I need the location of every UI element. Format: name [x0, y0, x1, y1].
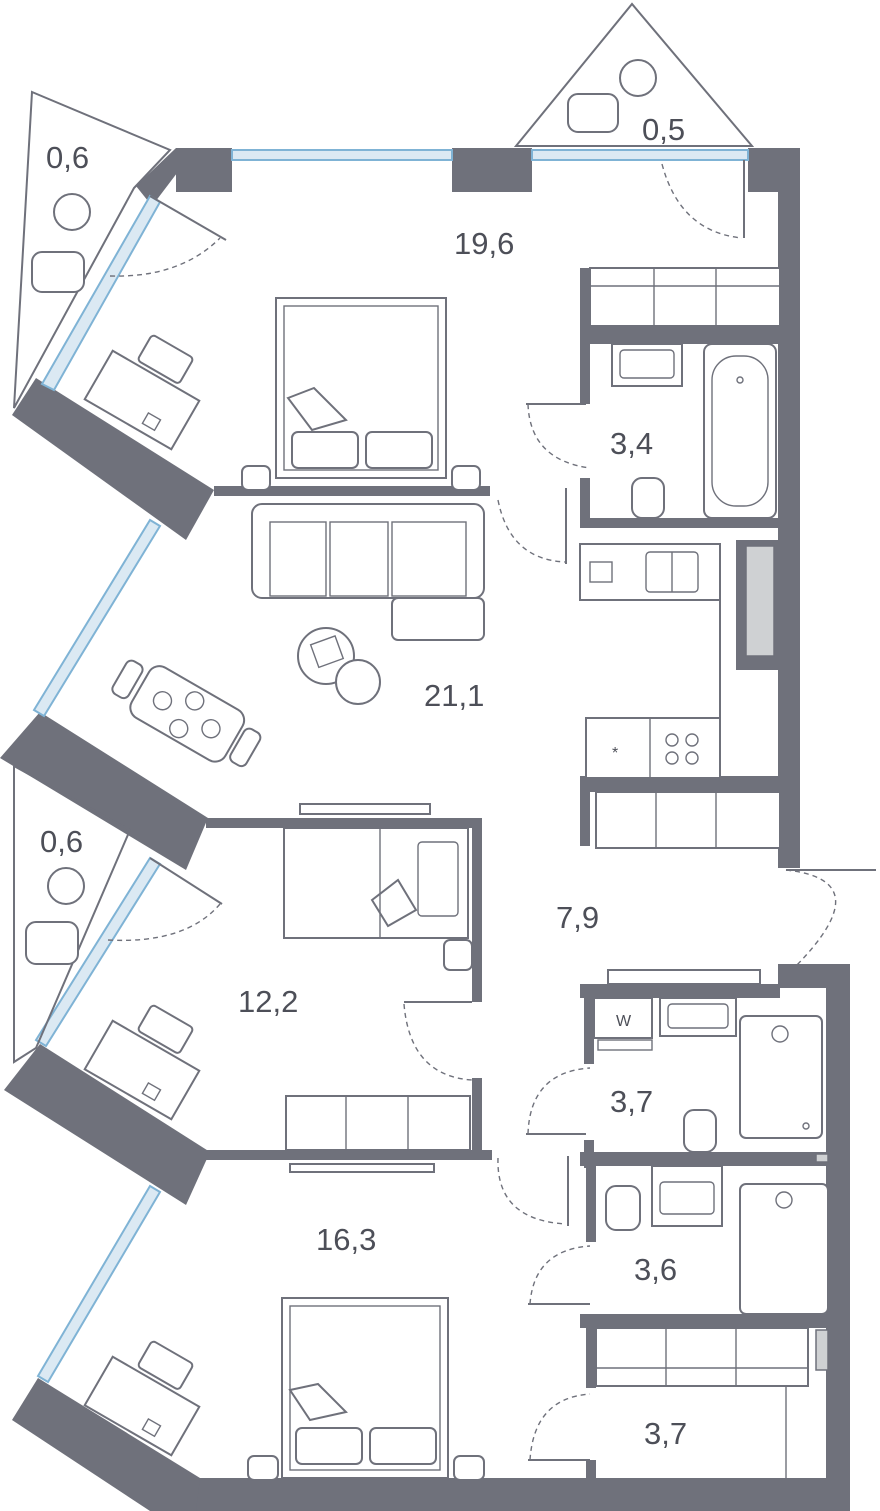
bathroom-bottom-fixtures — [528, 1165, 829, 1315]
area-living-kitchen: 21,1 — [424, 678, 484, 713]
area-bedroom-top: 19,6 — [454, 226, 514, 261]
bedroom-mid-furniture — [83, 803, 473, 1151]
windows — [32, 149, 749, 1384]
area-bedroom-mid: 12,2 — [238, 984, 298, 1019]
area-balcony-top-right: 0,5 — [642, 112, 685, 147]
walls — [0, 148, 850, 1511]
balcony-top-left — [13, 90, 227, 409]
bathroom-top-fixtures — [611, 343, 777, 519]
area-storage-bottom: 3,7 — [644, 1416, 687, 1451]
area-bathroom-top: 3,4 — [610, 426, 653, 461]
living-furniture — [111, 488, 781, 849]
area-bathroom-mid: 3,7 — [610, 1084, 653, 1119]
area-balcony-mid-left: 0,6 — [40, 824, 83, 859]
area-bedroom-bottom: 16,3 — [316, 1222, 376, 1257]
area-bathroom-bottom: 3,6 — [634, 1252, 677, 1287]
bathroom-mid-fixtures — [526, 997, 823, 1153]
storage-bottom-elements — [528, 1327, 809, 1478]
hall-elements — [497, 869, 876, 1226]
area-labels: 0,6 0,5 19,6 3,4 21,1 0,6 7,9 12,2 3,7 1… — [40, 112, 687, 1451]
area-hall: 7,9 — [556, 900, 599, 935]
balcony-mid-left — [13, 764, 223, 1064]
washer-marker: W — [616, 1013, 632, 1030]
area-balcony-top-left: 0,6 — [46, 140, 89, 175]
bedroom-bottom-furniture — [83, 1163, 485, 1481]
fridge-marker: * — [612, 745, 618, 762]
balcony-top-right — [513, 2, 755, 239]
bedroom-top-furniture — [83, 267, 781, 491]
